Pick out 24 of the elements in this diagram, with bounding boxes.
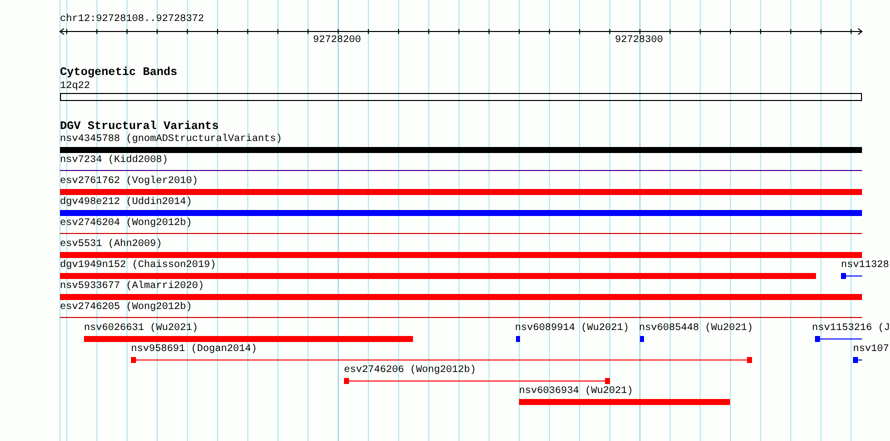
variant-label: nsv4345788 (gnomADStructuralVariants) bbox=[60, 134, 282, 145]
track-title: Cytogenetic Bands bbox=[60, 67, 178, 78]
variant-label: nsv6036934 (Wu2021) bbox=[519, 386, 634, 397]
variant-label: esv2746204 (Wong2012b) bbox=[60, 218, 192, 229]
variant-label: esv2746206 (Wong2012b) bbox=[344, 365, 476, 376]
variant-label: nsv7234 (Kidd2008) bbox=[60, 155, 168, 166]
variant-label: esv2761762 (Vogler2010) bbox=[60, 176, 198, 187]
variant-label: nsv958691 (Dogan2014) bbox=[131, 344, 258, 355]
variant-label: esv5531 (Ahn2009) bbox=[60, 239, 162, 250]
variant-label: nsv6089914 (Wu2021) bbox=[515, 323, 630, 334]
band-label: 12q22 bbox=[60, 81, 90, 92]
tick-label: 92728200 bbox=[313, 35, 362, 46]
variant-label: nsv1153216 (J bbox=[812, 323, 890, 334]
variant-label: nsv107 bbox=[853, 344, 890, 355]
track-title: DGV Structural Variants bbox=[60, 121, 219, 132]
coordinate-range: chr12:92728108..92728372 bbox=[60, 14, 204, 25]
variant-label: nsv6026631 (Wu2021) bbox=[84, 323, 198, 334]
variant-label: nsv6085448 (Wu2021) bbox=[639, 323, 754, 334]
tick-label: 92728300 bbox=[615, 35, 664, 46]
variant-label: dgv1949n152 (Chaisson2019) bbox=[60, 260, 216, 271]
variant-label: dgv498e212 (Uddin2014) bbox=[60, 197, 192, 208]
variant-label: nsv5933677 (Almarri2020) bbox=[60, 281, 204, 292]
variant-label: esv2746205 (Wong2012b) bbox=[60, 302, 192, 313]
variant-label: nsv11328 bbox=[841, 260, 890, 271]
